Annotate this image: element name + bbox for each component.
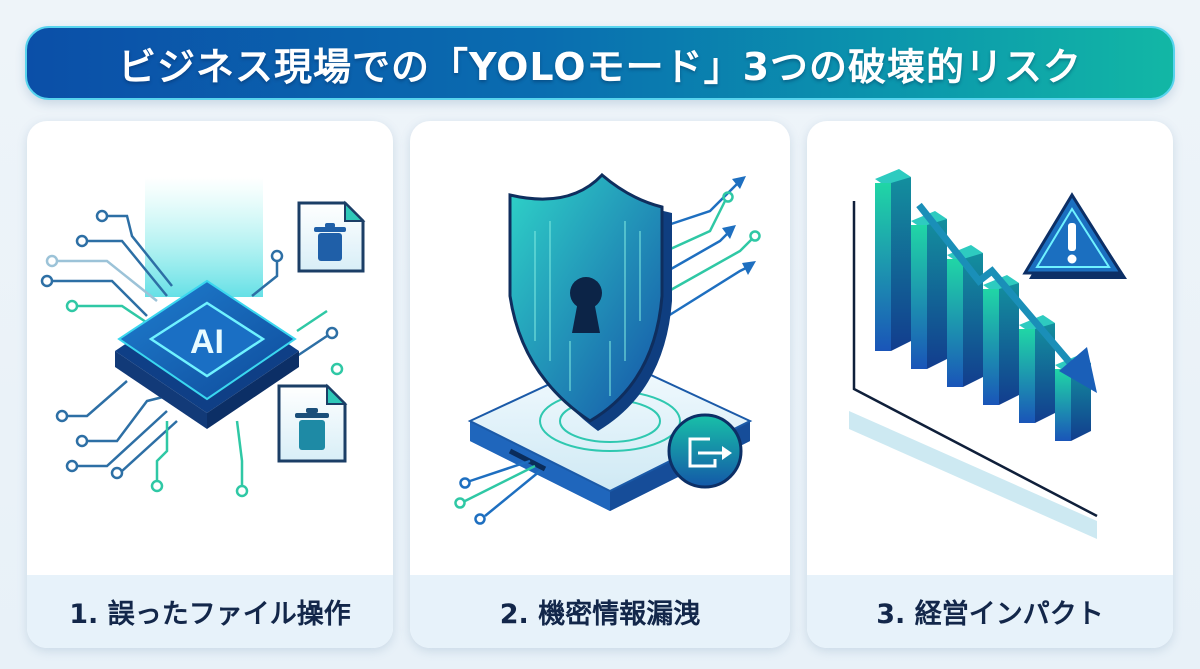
title-banner: ビジネス現場での「YOLOモード」3つの破壊的リスク [25, 26, 1175, 100]
warning-triangle-icon [1022, 192, 1127, 279]
page-title: ビジネス現場での「YOLOモード」3つの破壊的リスク [117, 44, 1083, 89]
chart-axes [852, 201, 1098, 518]
data-outflow-arrows-icon [649, 176, 761, 323]
cable-traces [454, 459, 541, 525]
shield-server-illustration [454, 172, 761, 525]
card-label-band: 3. 経営インパクト [807, 575, 1173, 648]
card-illustration [410, 121, 790, 576]
file-delete-icon [297, 200, 366, 273]
risk-card-file-operation: AI 1. 誤ったファイル操作 [27, 121, 393, 648]
card-title: 3. 経営インパクト [876, 599, 1104, 630]
card-label-band: 2. 機密情報漏洩 [410, 575, 790, 648]
export-icon [667, 413, 743, 489]
ai-chip-illustration: AI [40, 177, 366, 498]
risk-card-data-leak: 2. 機密情報漏洩 [410, 121, 790, 648]
card-title: 1. 誤ったファイル操作 [69, 599, 351, 630]
declining-bar-chart-icon [849, 169, 1127, 539]
risk-card-business-impact: 3. 経営インパクト [807, 121, 1173, 648]
chart-bars [875, 169, 1091, 441]
card-label-band: 1. 誤ったファイル操作 [27, 575, 393, 648]
shield-keyhole-icon [508, 172, 672, 431]
file-delete-icon [277, 383, 348, 463]
light-beam [145, 177, 263, 297]
ai-chip-icon: AI [115, 279, 299, 429]
down-trend-arrow-icon [916, 202, 1097, 393]
card-illustration: AI [27, 121, 393, 576]
card-illustration [807, 121, 1173, 576]
card-title: 2. 機密情報漏洩 [499, 599, 701, 630]
chip-label: AI [190, 323, 224, 361]
